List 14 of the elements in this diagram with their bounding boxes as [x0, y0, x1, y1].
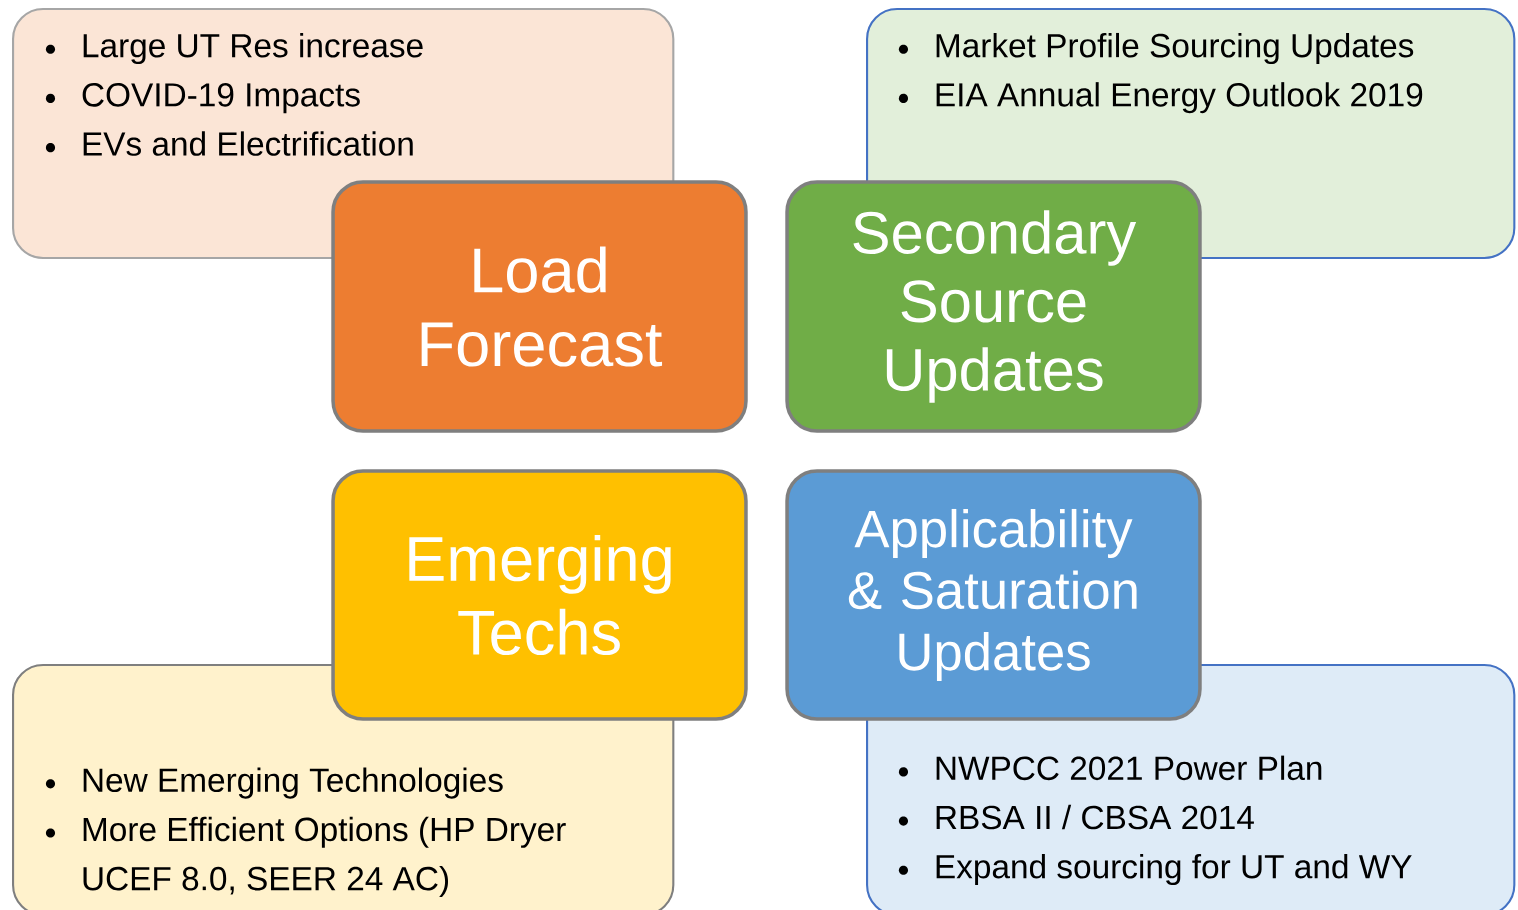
category-box: Secondary Source Updates [785, 180, 1202, 433]
bullet-item: More Efficient Options (HP Dryer UCEF 8.0, SEER 24 AC) [45, 816, 566, 898]
bullet-item: EVs and Electrification [45, 131, 413, 156]
category-box: Applicability & Saturation Updates [785, 469, 1202, 721]
bullet-item: RBSA II / CBSA 2014 [898, 804, 1254, 830]
bullet-item: Market Profile Sourcing Updates [898, 32, 1414, 65]
bullet-item: EIA Annual Energy Outlook 2019 [898, 82, 1423, 114]
bullet-item: COVID-19 Impacts [45, 83, 360, 114]
bullet-item: Large UT Res increase [45, 32, 423, 65]
bullet-item: NWPCC 2021 Power Plan [898, 755, 1322, 781]
bullet-item: New Emerging Technologies [45, 767, 503, 799]
category-box: Emerging Techs [331, 469, 748, 721]
category-box: Load Forecast [331, 180, 748, 433]
bullet-item: Expand sourcing for UT and WY [898, 854, 1412, 886]
